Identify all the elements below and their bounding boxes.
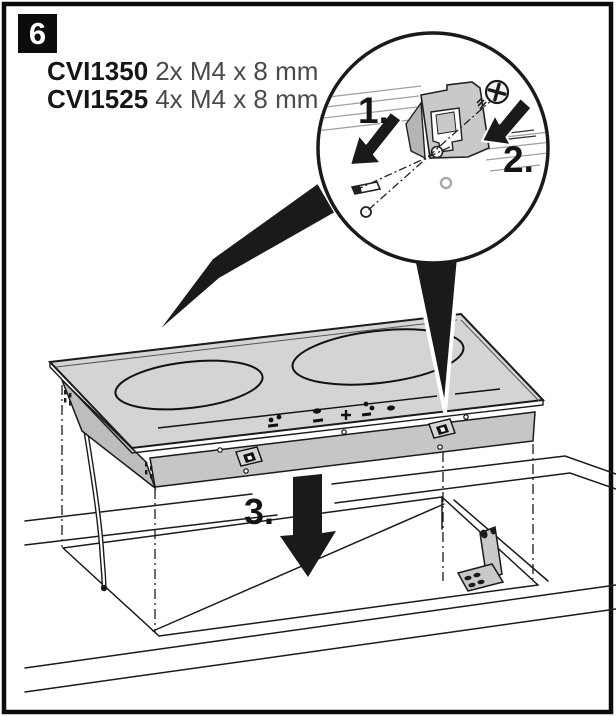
glass-edge-thickness <box>49 362 544 454</box>
arrow-down-icon <box>280 474 336 577</box>
step3-callout: 3. <box>244 474 336 577</box>
surface-hole-gray-2 <box>360 247 372 259</box>
step3-label: 3. <box>244 491 274 532</box>
model-screws-1: 2x M4 x 8 mm <box>155 56 318 86</box>
front-screw-holes <box>217 414 469 474</box>
touch-controls <box>267 401 395 428</box>
step1-label: 1. <box>358 90 389 131</box>
model-name-1: CVI1350 <box>47 56 148 86</box>
phillips-screw-icon <box>476 79 510 110</box>
l-bracket-holes <box>464 527 496 588</box>
counter-front-edge-1 <box>24 584 616 669</box>
cutout-left-edge <box>62 547 160 637</box>
step2-label: 2. <box>503 139 534 180</box>
worktop-lines <box>24 455 616 693</box>
step2-arrow-icon <box>481 97 533 146</box>
vent-holes <box>64 390 153 479</box>
surface-slot <box>350 181 382 195</box>
glass-bevel-back <box>55 319 458 368</box>
cutout-right-wall-line <box>453 499 549 582</box>
burner-left <box>114 359 264 411</box>
counter-back-edge-left-2 <box>24 514 278 546</box>
cutout-inner-sightline <box>152 503 445 632</box>
cutout-front-edge <box>158 584 539 637</box>
cooktop <box>47 312 546 491</box>
magnifier-detail: 1. 2. <box>316 31 550 265</box>
glass-bevel-right <box>460 319 540 402</box>
mounting-clip-icon <box>405 81 490 160</box>
model-name-2: CVI1525 <box>47 84 148 114</box>
power-cable <box>83 431 108 592</box>
counter-back-edge-right-1 <box>331 455 616 485</box>
cutout-back-edge <box>62 496 443 549</box>
step-badge: 6 <box>18 14 57 53</box>
front-bracket-right <box>428 418 456 439</box>
step-badge-number: 6 <box>29 16 46 51</box>
cable-end <box>100 584 108 592</box>
burner-right <box>291 328 465 386</box>
surface-hole-gray-1 <box>439 176 453 190</box>
step-badge-box <box>18 14 57 53</box>
glass-front-line <box>157 388 501 429</box>
counter-back-edge-left-1 <box>24 493 253 522</box>
l-bracket <box>456 525 505 592</box>
counter-front-edge-2 <box>24 608 616 693</box>
alignment-guides <box>61 385 534 632</box>
front-bracket-left <box>235 446 263 467</box>
counter-back-edge-right-2 <box>334 472 616 504</box>
step1-arrow-icon <box>349 111 403 166</box>
model-screws-2: 4x M4 x 8 mm <box>155 84 318 114</box>
clip-guides <box>357 97 495 213</box>
magnifier-pointer-left <box>150 180 338 340</box>
